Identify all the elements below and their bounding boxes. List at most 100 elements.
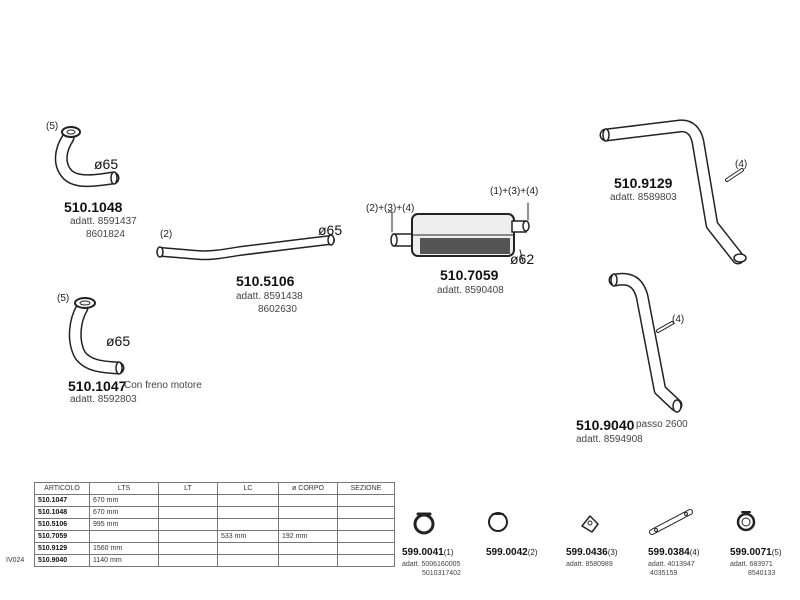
- pipe-510-1048-drawing: [54, 126, 120, 188]
- table-cell: [337, 542, 395, 555]
- part-number: 510.1047: [68, 378, 127, 394]
- accessory-item: 599.0436(3) adatt. 8580989: [566, 542, 618, 569]
- table-cell: 510.7059: [34, 530, 90, 543]
- table-row: 510.5106 995 mm: [34, 518, 395, 531]
- column-header: ø CORPO: [278, 482, 338, 495]
- table-row: 510.1048 670 mm: [34, 506, 395, 519]
- diameter-label: ø62: [510, 251, 535, 267]
- column-header: LTS: [89, 482, 159, 495]
- accessory-item: 599.0042(2): [486, 542, 538, 560]
- part-number: 510.1048: [64, 199, 123, 215]
- table-cell: 510.1047: [34, 494, 90, 507]
- pipe-510-9040-drawing: [608, 272, 683, 413]
- accessory-number: 599.0042: [486, 547, 528, 558]
- accessory-number: 599.0436: [566, 547, 608, 558]
- column-header: LT: [158, 482, 218, 495]
- part-description: passo 2600: [636, 419, 688, 430]
- part-ref: 8602630: [258, 304, 297, 315]
- table-cell: 1560 mm: [89, 542, 159, 555]
- pipe-510-5106-drawing: [156, 234, 335, 261]
- part-note: (1)+(3)+(4): [490, 186, 539, 197]
- table-cell: [158, 542, 218, 555]
- diameter-label: ø65: [318, 222, 343, 238]
- part-ref: adatt. 8590408: [437, 285, 504, 296]
- accessory-ref: adatt. 683971: [730, 561, 773, 568]
- table-cell: [217, 506, 279, 519]
- table-cell: 995 mm: [89, 518, 159, 531]
- table-cell: [217, 518, 279, 531]
- accessory-ref: 8540133: [748, 570, 776, 577]
- table-cell: [217, 494, 279, 507]
- table-cell: [337, 530, 395, 543]
- accessory-qty: (3): [607, 548, 618, 557]
- table-cell: [278, 494, 338, 507]
- part-number: 510.5106: [236, 273, 295, 289]
- part-ref: adatt. 8591437: [70, 216, 137, 227]
- part-note: (2): [160, 229, 173, 240]
- part-number: 510.9129: [614, 175, 673, 191]
- accessory-ref: adatt. 4013947: [648, 561, 695, 568]
- accessory-qty: (2): [527, 548, 538, 557]
- bracket-icon: [581, 515, 599, 533]
- part-note: (2)+(3)+(4): [366, 203, 415, 214]
- table-side-code: IV024: [6, 557, 25, 564]
- table-cell: [158, 506, 218, 519]
- part-ref: adatt. 8594908: [576, 434, 643, 445]
- gasket-icon: [736, 511, 756, 532]
- diameter-label: ø65: [106, 333, 131, 349]
- table-cell: [217, 542, 279, 555]
- accessory-qty: (1): [443, 548, 454, 557]
- ring-clamp-icon: [488, 512, 508, 532]
- table-cell: [278, 542, 338, 555]
- table-cell: [217, 554, 279, 567]
- accessory-number: 599.0041: [402, 547, 444, 558]
- table-cell: 510.9040: [34, 554, 90, 567]
- accessory-number: 599.0071: [730, 547, 772, 558]
- table-row: 510.1047 670 mm: [34, 494, 395, 507]
- diameter-label: ø65: [94, 156, 119, 172]
- part-note: (4): [672, 314, 685, 325]
- table-cell: [337, 506, 395, 519]
- table-cell: [158, 530, 218, 543]
- column-header: SEZIONE: [337, 482, 395, 495]
- spec-table: ARTICOLO LTS LT LC ø CORPO SEZIONE 510.1…: [34, 482, 395, 567]
- accessory-ref: adatt. 5006160005: [402, 561, 461, 568]
- accessory-item: 599.0041(1) adatt. 5006160005 5010317402: [402, 542, 461, 578]
- accessory-ref: 5010317402: [422, 570, 461, 577]
- part-number: 510.7059: [440, 267, 499, 283]
- table-row: 510.9040 1140 mm: [34, 554, 395, 567]
- table-cell: 670 mm: [89, 494, 159, 507]
- part-number: 510.9040: [576, 417, 635, 433]
- table-cell: [158, 554, 218, 567]
- table-header-row: ARTICOLO LTS LT LC ø CORPO SEZIONE: [34, 482, 395, 495]
- pipe-510-1047-drawing: [68, 297, 125, 375]
- clamp-icon: [413, 512, 435, 535]
- table-cell: 510.5106: [34, 518, 90, 531]
- table-row: 510.9129 1560 mm: [34, 542, 395, 555]
- table-cell: [89, 530, 159, 543]
- table-cell: 510.9129: [34, 542, 90, 555]
- strap-icon: [649, 509, 693, 535]
- accessory-item: 599.0384(4) adatt. 4013947 4035159: [648, 542, 700, 578]
- accessory-item: 599.0071(5) adatt. 683971 8540133: [730, 542, 782, 578]
- accessory-ref: 4035159: [650, 570, 678, 577]
- table-cell: [158, 494, 218, 507]
- part-ref: adatt. 8592803: [70, 394, 137, 405]
- column-header: LC: [217, 482, 279, 495]
- table-row: 510.7059 533 mm 192 mm: [34, 530, 395, 543]
- muffler-510-7059-drawing: [387, 202, 530, 263]
- table-cell: [337, 554, 395, 567]
- table-cell: [278, 554, 338, 567]
- table-cell: 192 mm: [278, 530, 338, 543]
- part-ref: adatt. 8589803: [610, 192, 677, 203]
- table-cell: 533 mm: [217, 530, 279, 543]
- table-cell: 510.1048: [34, 506, 90, 519]
- column-header: ARTICOLO: [34, 482, 90, 495]
- table-cell: [337, 494, 395, 507]
- pipe-510-9129-drawing: [599, 119, 747, 265]
- part-note: (4): [735, 159, 748, 170]
- accessory-number: 599.0384: [648, 547, 690, 558]
- accessory-qty: (4): [689, 548, 700, 557]
- part-ref: adatt. 8591438: [236, 291, 303, 302]
